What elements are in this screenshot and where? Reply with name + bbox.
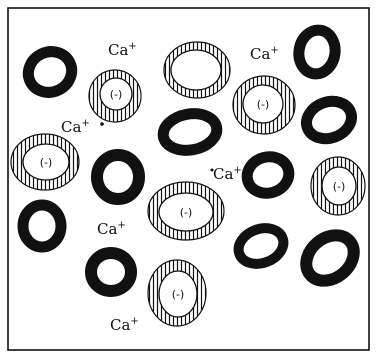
dot [211, 169, 214, 172]
charge-label: (-) [180, 206, 193, 219]
charge-label: (-) [110, 88, 123, 101]
charge-label: (-) [333, 180, 346, 193]
charge-label: (-) [40, 156, 53, 169]
charge-label: (-) [257, 98, 270, 111]
charge-label: (-) [172, 288, 185, 301]
dot [100, 122, 104, 126]
